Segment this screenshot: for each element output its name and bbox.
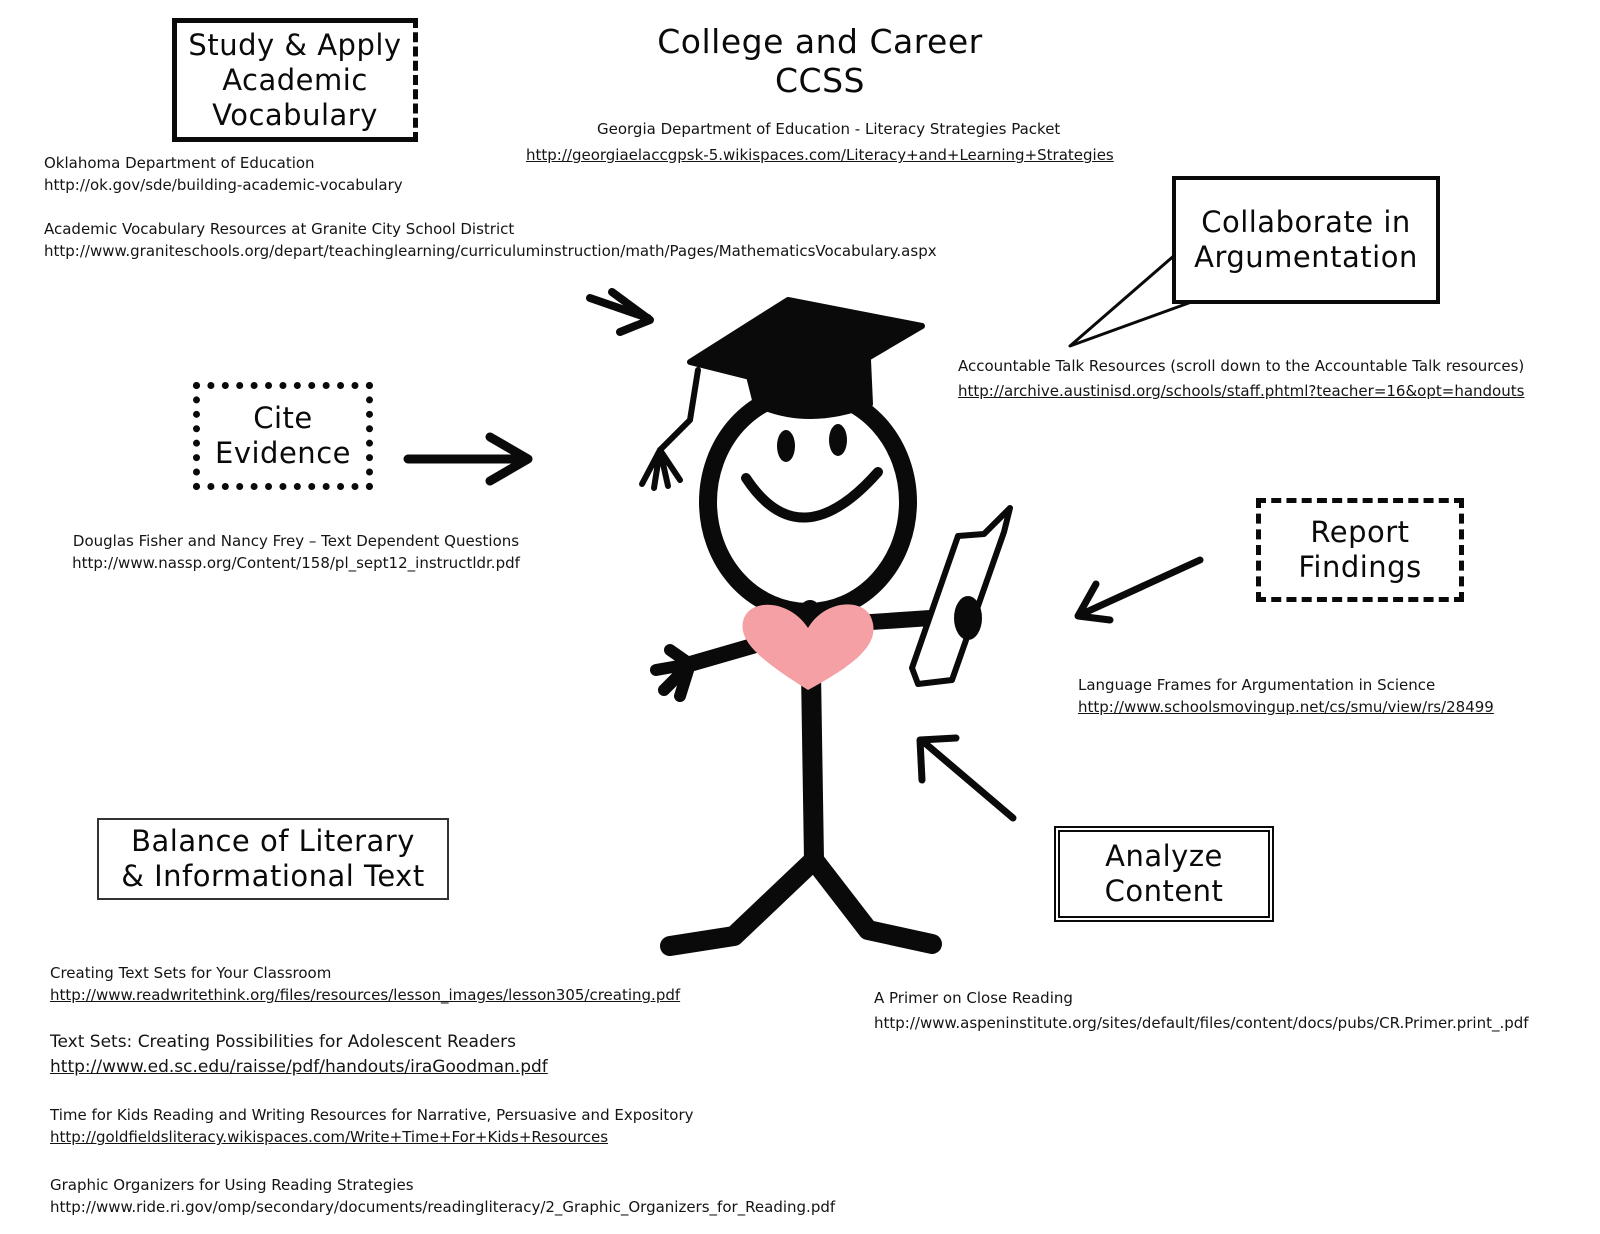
title-line-2: CCSS xyxy=(775,61,865,100)
arrow-from-cite-icon xyxy=(403,432,533,486)
analyze-content-reference: A Primer on Close Reading http://www.asp… xyxy=(874,986,1529,1036)
collaborate-label-line-1: Collaborate in xyxy=(1201,205,1411,239)
georgia-reference-link-wrap: http://georgiaelaccgpsk-5.wikispaces.com… xyxy=(526,144,1114,166)
collaborate-label-line-2: Argumentation xyxy=(1194,240,1418,274)
left-hand-icon xyxy=(650,644,696,702)
report-findings-reference-name: Language Frames for Argumentation in Sci… xyxy=(1078,676,1436,694)
georgia-reference: Georgia Department of Education - Litera… xyxy=(597,118,1060,140)
vocabulary-label-line-1: Study & Apply xyxy=(188,27,402,62)
collaborate-reference-link[interactable]: http://archive.austinisd.org/schools/sta… xyxy=(958,382,1525,400)
cite-evidence-box: Cite Evidence xyxy=(193,382,373,490)
vocabulary-reference-2: Academic Vocabulary Resources at Granite… xyxy=(44,218,937,262)
analyze-content-reference-link[interactable]: http://www.aspeninstitute.org/sites/defa… xyxy=(874,1014,1529,1032)
vocabulary-reference-2-link[interactable]: http://www.graniteschools.org/depart/tea… xyxy=(44,242,937,260)
arrow-from-report-icon xyxy=(1074,556,1204,624)
balance-reference-2: Text Sets: Creating Possibilities for Ad… xyxy=(50,1030,548,1080)
georgia-reference-link[interactable]: http://georgiaelaccgpsk-5.wikispaces.com… xyxy=(526,146,1114,164)
balance-reference-1: Creating Text Sets for Your Classroom ht… xyxy=(50,962,680,1006)
balance-reference-4-name: Graphic Organizers for Using Reading Str… xyxy=(50,1176,414,1194)
analyze-content-label-line-1: Analyze xyxy=(1105,839,1223,873)
balance-box: Balance of Literary & Informational Text xyxy=(97,818,449,900)
graduation-cap-icon xyxy=(639,297,925,491)
smiley-face-icon xyxy=(699,383,917,621)
balance-reference-2-name: Text Sets: Creating Possibilities for Ad… xyxy=(50,1032,516,1052)
balance-reference-3-name: Time for Kids Reading and Writing Resour… xyxy=(50,1106,694,1124)
balance-label-line-2: & Informational Text xyxy=(121,859,425,893)
report-findings-label-line-1: Report xyxy=(1310,515,1410,549)
balance-reference-3: Time for Kids Reading and Writing Resour… xyxy=(50,1104,694,1148)
cite-evidence-label-line-2: Evidence xyxy=(215,436,351,470)
arrow-to-cap-icon xyxy=(586,288,654,336)
balance-reference-4: Graphic Organizers for Using Reading Str… xyxy=(50,1174,835,1218)
balance-reference-2-link[interactable]: http://www.ed.sc.edu/raisse/pdf/handouts… xyxy=(50,1057,548,1077)
balance-reference-4-link[interactable]: http://www.ride.ri.gov/omp/secondary/doc… xyxy=(50,1198,836,1216)
collaborate-box: Collaborate in Argumentation xyxy=(1172,176,1440,304)
title-line-1: College and Career xyxy=(657,22,983,61)
vocabulary-label-line-3: Vocabulary xyxy=(212,97,378,132)
cite-evidence-reference: Douglas Fisher and Nancy Frey – Text Dep… xyxy=(60,530,532,574)
balance-reference-3-link[interactable]: http://goldfieldsliteracy.wikispaces.com… xyxy=(50,1128,609,1146)
analyze-content-label-line-2: Content xyxy=(1104,874,1224,908)
cite-evidence-reference-link[interactable]: http://www.nassp.org/Content/158/pl_sept… xyxy=(72,554,520,572)
balance-reference-1-name: Creating Text Sets for Your Classroom xyxy=(50,964,332,982)
cite-evidence-reference-name: Douglas Fisher and Nancy Frey – Text Dep… xyxy=(72,532,520,550)
analyze-content-box: Analyze Content xyxy=(1054,826,1274,922)
vocabulary-box: Study & Apply Academic Vocabulary xyxy=(172,18,418,142)
analyze-content-reference-name: A Primer on Close Reading xyxy=(874,989,1073,1007)
arrow-from-analyze-icon xyxy=(916,734,1017,822)
collaborate-reference: Accountable Talk Resources (scroll down … xyxy=(958,354,1524,404)
heart-icon xyxy=(742,604,874,690)
speech-bubble-tail xyxy=(1068,252,1210,348)
page-title: College and Career CCSS xyxy=(640,22,1000,100)
collaborate-reference-name: Accountable Talk Resources (scroll down … xyxy=(958,357,1525,375)
diploma-scroll-icon xyxy=(909,505,1013,687)
vocabulary-reference-1: Oklahoma Department of Education http://… xyxy=(44,152,403,196)
report-findings-reference: Language Frames for Argumentation in Sci… xyxy=(1078,674,1494,718)
balance-reference-1-link[interactable]: http://www.readwritethink.org/files/reso… xyxy=(50,986,681,1004)
georgia-reference-name: Georgia Department of Education - Litera… xyxy=(597,120,1061,138)
report-findings-box: Report Findings xyxy=(1256,498,1464,602)
vocabulary-reference-2-name: Academic Vocabulary Resources at Granite… xyxy=(44,220,515,238)
cite-evidence-label-line-1: Cite xyxy=(253,401,313,435)
vocabulary-reference-1-link[interactable]: http://ok.gov/sde/building-academic-voca… xyxy=(44,176,403,194)
balance-label-line-1: Balance of Literary xyxy=(131,824,415,858)
report-findings-reference-link[interactable]: http://www.schoolsmovingup.net/cs/smu/vi… xyxy=(1078,698,1494,716)
vocabulary-reference-1-name: Oklahoma Department of Education xyxy=(44,154,315,172)
vocabulary-label-line-2: Academic xyxy=(222,62,368,97)
report-findings-label-line-2: Findings xyxy=(1298,550,1422,584)
